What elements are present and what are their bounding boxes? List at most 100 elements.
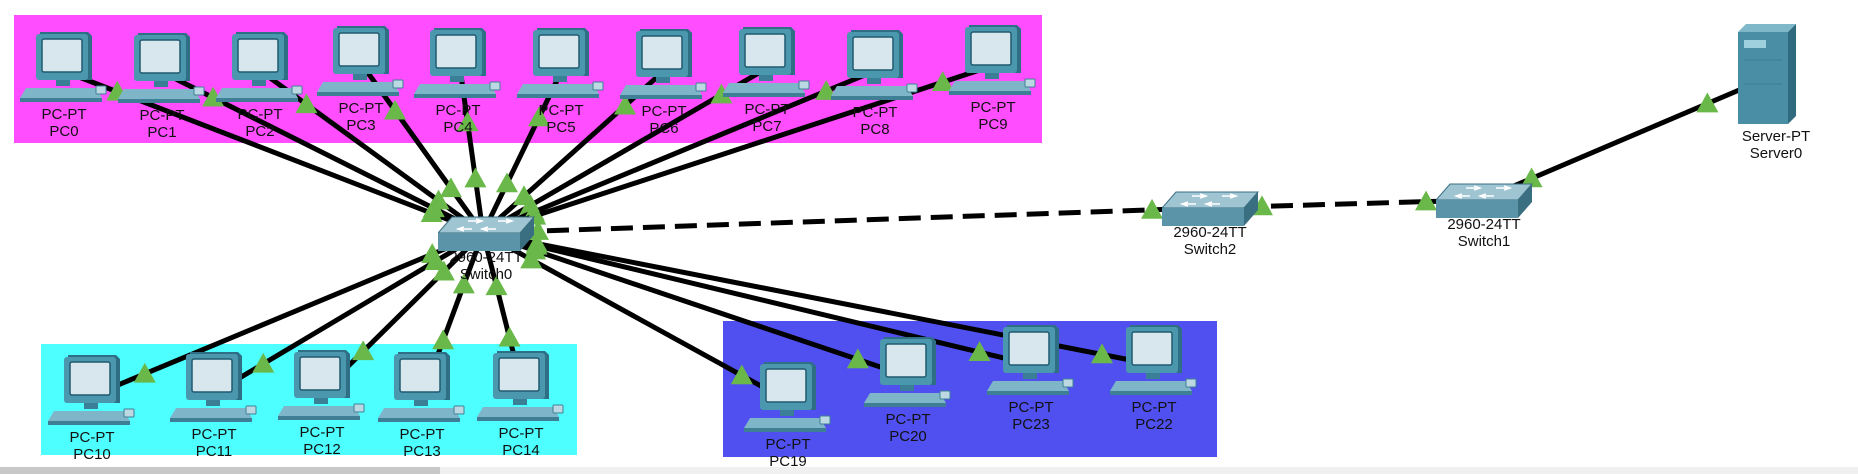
link-light-pc9-side [931,71,954,91]
link-light-pc3-side [384,99,407,120]
device-name-label: Switch0 [459,266,513,283]
device-type-label: PC-PT [299,424,345,441]
pc-icon [743,361,831,433]
device-type-label: PC-PT [237,106,283,123]
switch-icon [438,216,535,252]
link-light-switch0-side [452,273,475,294]
pc-icon [722,26,810,98]
server-icon [1737,24,1797,125]
device-type-label: PC-PT [1131,399,1177,416]
device-name-label: PC11 [195,443,233,460]
device-switch2[interactable]: 2960-24TT Switch2 [1162,184,1259,294]
device-name-label: PC0 [49,123,79,140]
device-pc10[interactable]: PC-PT PC10 [44,351,140,463]
device-pc3[interactable]: PC-PT PC3 [313,22,409,134]
horizontal-scrollbar-thumb[interactable] [0,467,440,474]
device-name-label: PC5 [546,119,576,136]
link-light-pc13-side [432,329,455,350]
pc-icon [47,354,135,426]
device-pc8[interactable]: PC-PT PC8 [827,26,923,138]
device-name-label: PC10 [73,446,111,463]
device-pc11[interactable]: PC-PT PC11 [166,348,262,460]
device-type-label: PC-PT [852,104,898,121]
link-switch0-switch2[interactable] [482,205,1208,236]
device-pc0[interactable]: PC-PT PC0 [16,28,112,140]
device-name-label: Switch1 [1457,233,1511,250]
device-type-label: PC-PT [139,107,185,124]
link-light-pc6-side [614,94,637,115]
link-light-switch0-side [525,232,548,253]
link-light-pc14-side [498,326,521,347]
device-type-label: PC-PT [744,101,790,118]
device-pc2[interactable]: PC-PT PC2 [212,28,308,140]
link-light-pc23-side [968,341,991,361]
link-light-switch1-side [1520,167,1543,188]
device-type-label: PC-PT [765,436,811,453]
link-light-switch0-side [424,250,447,270]
device-name-label: Switch2 [1183,241,1237,258]
device-type-label: PC-PT [538,102,584,119]
link-switch0-pc8[interactable] [482,67,878,236]
device-switch1[interactable]: 2960-24TT Switch1 [1436,176,1533,286]
link-light-switch0-side [464,167,487,188]
link-switch0-pc12[interactable] [322,231,485,392]
link-light-pc2-side [295,93,318,114]
pc-icon [277,349,365,421]
device-pc13[interactable]: PC-PT PC13 [374,348,470,460]
pc-icon [19,31,107,103]
device-pc9[interactable]: PC-PT PC9 [945,21,1041,133]
pc-icon [413,27,501,99]
device-pc6[interactable]: PC-PT PC6 [616,25,712,137]
horizontal-scrollbar[interactable] [0,467,1858,474]
link-light-pc11-side [252,352,275,373]
switch-icon [1162,191,1259,227]
device-type-label: Server-PT [1741,128,1811,145]
pc-icon [516,27,604,99]
link-light-pc19-side [730,364,753,385]
device-name-label: PC12 [303,441,341,458]
device-name-label: PC20 [889,428,927,445]
link-light-switch2-side [1141,198,1164,219]
link-light-switch0-side [485,275,508,296]
link-switch0-pc10[interactable] [93,230,484,398]
link-light-pc10-side [133,362,156,383]
link-light-server0-side [1696,92,1719,113]
link-switch0-pc20[interactable] [482,230,911,380]
device-type-label: PC-PT [498,425,544,442]
device-type-label: 2960-24TT [1173,224,1247,241]
device-server0[interactable]: Server-PT Server0 [1728,24,1824,164]
pc-icon [215,31,303,103]
link-light-pc20-side [846,348,869,369]
device-type-label: PC-PT [641,103,687,120]
link-light-switch1-side [1415,190,1438,211]
device-name-label: PC6 [649,120,679,137]
device-pc7[interactable]: PC-PT PC7 [719,23,815,135]
device-type-label: PC-PT [41,106,87,123]
device-pc20[interactable]: PC-PT PC20 [860,333,956,445]
device-type-label: 2960-24TT [1447,216,1521,233]
device-pc19[interactable]: PC-PT PC19 [740,358,836,470]
device-pc4[interactable]: PC-PT PC4 [410,24,506,136]
device-pc23[interactable]: PC-PT PC23 [983,321,1079,433]
device-type-label: PC-PT [885,411,931,428]
pc-icon [316,25,404,97]
device-pc14[interactable]: PC-PT PC14 [473,347,569,459]
pc-icon [986,324,1074,396]
link-light-switch0-side [439,177,462,198]
pc-icon [476,350,564,422]
device-pc1[interactable]: PC-PT PC1 [114,29,210,141]
device-pc12[interactable]: PC-PT PC12 [274,346,370,458]
device-pc5[interactable]: PC-PT PC5 [513,24,609,136]
device-type-label: PC-PT [191,426,237,443]
pc-icon [863,336,951,408]
device-name-label: PC4 [443,119,473,136]
device-type-label: PC-PT [399,426,445,443]
pc-icon [948,24,1036,96]
link-switch0-pc23[interactable] [482,230,1034,368]
link-light-pc4-side [456,111,479,132]
device-name-label: PC19 [769,453,807,470]
device-switch0[interactable]: 2960-24TT Switch0 [438,209,535,319]
link-light-pc12-side [352,340,375,361]
device-pc22[interactable]: PC-PT PC22 [1106,321,1202,433]
